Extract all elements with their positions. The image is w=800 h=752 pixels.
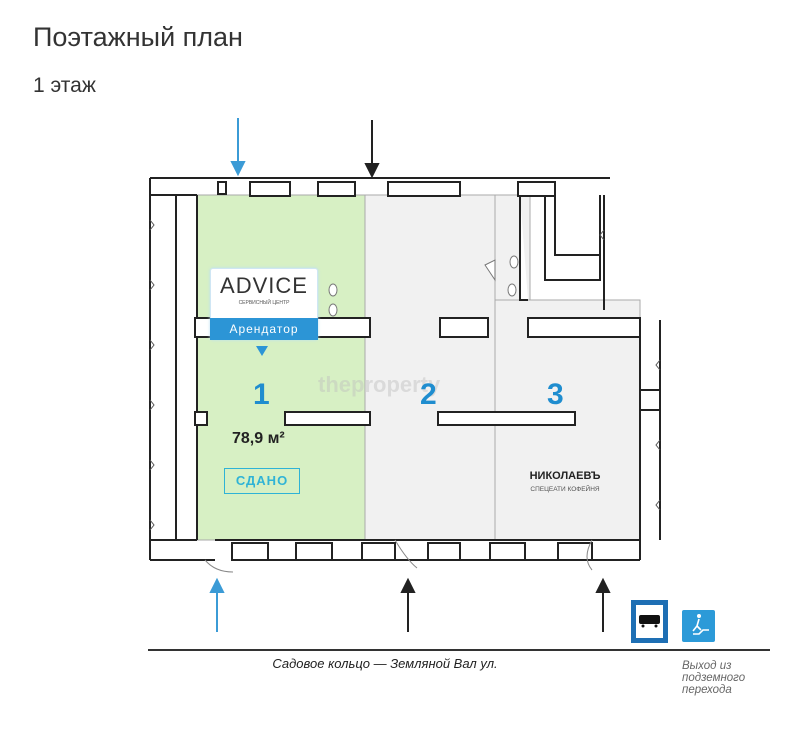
- entrance-arrow-black-bottom-2: [400, 577, 416, 632]
- underground-exit-icon: [682, 610, 715, 642]
- bus-stop-icon: [631, 600, 668, 643]
- room-3-tenant-sub: СПЕЦЕАТИ КОФЕЙНЯ: [530, 486, 600, 493]
- room-1-status-badge: СДАНО: [224, 468, 300, 494]
- room-1-area[interactable]: [196, 194, 366, 541]
- bottom-window-piers: [231, 542, 593, 561]
- tenant-pointer-icon: [256, 346, 268, 356]
- exit-label: Выход из подземного перехода: [682, 660, 746, 696]
- entrance-arrow-blue-bottom: [209, 577, 225, 632]
- room-1-area-label: 78,9 м²: [232, 430, 285, 447]
- toilet-icons: [328, 255, 519, 317]
- tenant-card[interactable]: ADVICE СЕРВИСНЫЙ ЦЕНТР Арендатор: [210, 268, 318, 340]
- wall-hatching: [149, 219, 661, 531]
- floor-label: 1 этаж: [33, 74, 96, 97]
- street-label: Садовое кольцо — Земляной Вал ул.: [272, 656, 498, 671]
- door-swings: [204, 539, 593, 573]
- tenant-brand-sub: СЕРВИСНЫЙ ЦЕНТР: [238, 300, 290, 306]
- entrance-arrow-blue-top: [230, 118, 246, 177]
- room-1-number: 1: [253, 378, 270, 411]
- tenant-brand: ADVICE: [220, 273, 308, 298]
- entrance-arrow-black-bottom-3: [595, 577, 611, 632]
- entrance-arrow-black-top: [364, 120, 380, 179]
- room-2-number: 2: [420, 378, 437, 411]
- watermark: theproperty: [318, 372, 441, 397]
- room-3-tenant: НИКОЛАЕВЪ: [529, 470, 601, 482]
- tenant-badge: Арендатор: [210, 318, 318, 340]
- room-2-area[interactable]: [364, 194, 496, 541]
- top-window-piers: [217, 181, 556, 197]
- room-3-number: 3: [547, 378, 564, 411]
- page-title: Поэтажный план: [33, 22, 243, 52]
